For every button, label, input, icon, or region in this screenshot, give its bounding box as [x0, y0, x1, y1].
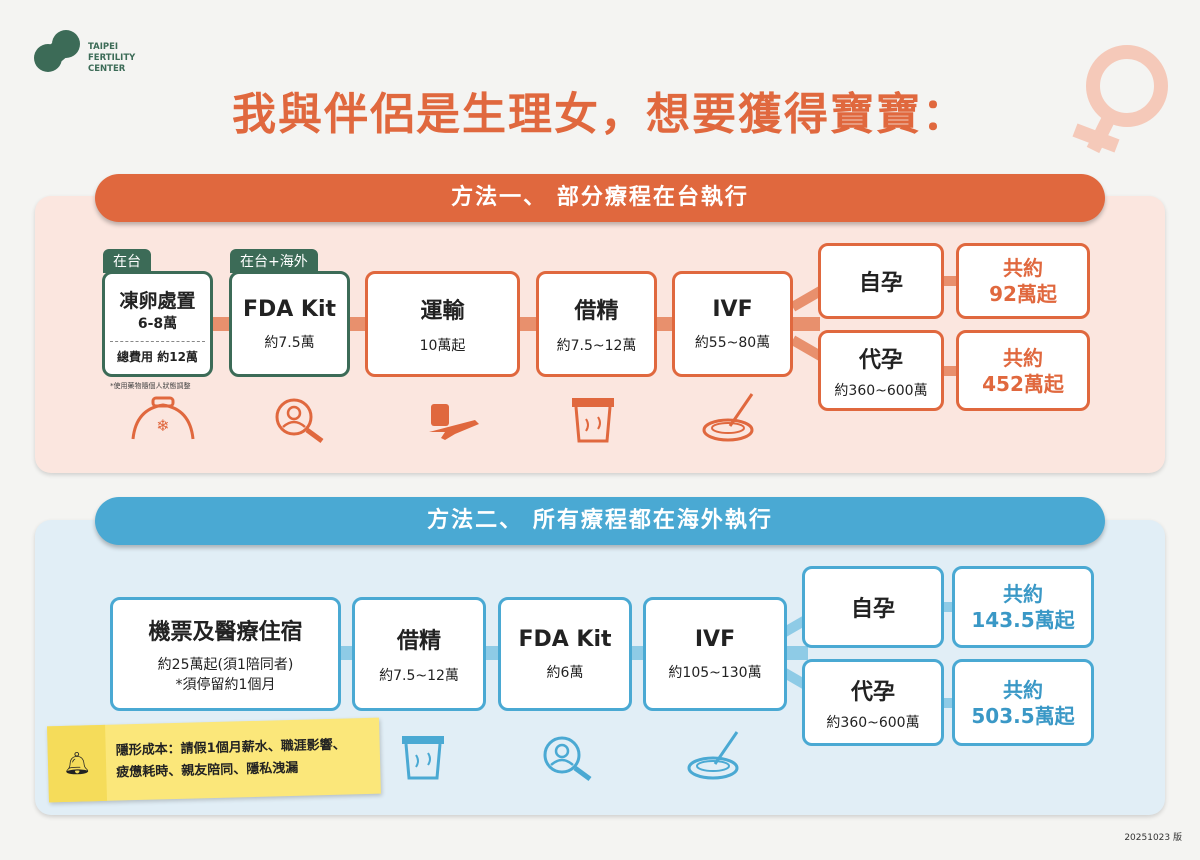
step-name: 凍卵處置 [119, 290, 196, 312]
step-price: 約7.5~12萬 [379, 668, 459, 684]
location-tag: 在台+海外 [230, 249, 318, 273]
total-value: 452萬起 [982, 371, 1064, 396]
location-tag: 在台 [103, 249, 151, 273]
step-fda-kit: FDA Kit 約7.5萬 [229, 271, 350, 377]
step-name: FDA Kit [242, 296, 337, 322]
step-price: 約7.5萬 [264, 334, 315, 351]
search-person-icon [543, 736, 592, 782]
option-name: 代孕 [850, 679, 895, 705]
connector-line [940, 602, 956, 612]
airplane-luggage-icon [429, 404, 479, 440]
medication-note: *使用藥物隨個人狀態調整 [110, 382, 191, 390]
step-name: FDA Kit [518, 626, 612, 652]
step-fda-kit: FDA Kit 約6萬 [498, 597, 632, 711]
connector-line [940, 366, 960, 376]
step-ivf: IVF 約105~130萬 [643, 597, 787, 711]
option-surrogacy: 代孕約360~600萬 [802, 659, 944, 746]
option-self-pregnancy: 自孕 [818, 243, 944, 319]
step-price: 約6萬 [546, 664, 584, 681]
step-travel-lodging: 機票及醫療住宿約25萬起(須1陪同者) *須停留約1個月 [110, 597, 341, 711]
option-self-pregnancy: 自孕 [802, 566, 944, 648]
step-name: 借精 [574, 299, 619, 324]
step-name: 機票及醫療住宿 [148, 620, 303, 645]
total-label: 共約 [1003, 256, 1043, 280]
step-total: 總費用 約12萬 [110, 341, 205, 365]
option-name: 代孕 [858, 347, 903, 373]
search-person-icon [275, 398, 324, 444]
stay-note: *須停留約1個月 [175, 677, 276, 693]
step-egg-freezing: 凍卵處置 6-8萬 總費用 約12萬 [102, 271, 213, 377]
option-name: 自孕 [858, 271, 903, 296]
sperm-cup-icon [402, 736, 444, 780]
step-price: 約105~130萬 [668, 664, 762, 681]
page-title: 我與伴侶是生理女，想要獲得寶寶： [232, 89, 968, 140]
total-value: 92萬起 [989, 282, 1057, 306]
option-price: 約360~600萬 [834, 382, 928, 399]
step-name: IVF [712, 296, 753, 322]
total-value: 143.5萬起 [971, 608, 1075, 632]
connector-line [940, 698, 956, 708]
step-price: 約55~80萬 [694, 334, 771, 351]
logo-icon [34, 30, 80, 72]
hidden-cost-note: 🔔︎ 隱形成本：請假1個月薪水、職涯影響、 疲憊耗時、親友陪同、隱私洩漏 [47, 717, 381, 803]
step-ivf: IVF 約55~80萬 [672, 271, 793, 377]
step-sperm-donor: 借精約7.5~12萬 [536, 271, 657, 377]
step-price: 約7.5~12萬 [556, 338, 637, 354]
step-price: 10萬起 [419, 338, 466, 354]
total-label: 共約 [1003, 582, 1043, 606]
total-value: 503.5萬起 [971, 703, 1075, 728]
option-name: 自孕 [850, 597, 895, 622]
bell-icon: 🔔︎ [47, 724, 108, 803]
step-sperm-donor: 借精約7.5~12萬 [352, 597, 486, 711]
step-price: 6-8萬 [137, 316, 178, 332]
petri-dish-icon [702, 393, 754, 442]
connector-line [940, 276, 960, 286]
step-price: 約25萬起(須1陪同者) [157, 657, 294, 673]
option-price: 約360~600萬 [826, 714, 920, 731]
step-name: 借精 [396, 629, 441, 654]
method2-header: 方法二、 所有療程都在海外執行 [95, 497, 1105, 545]
step-name: IVF [694, 626, 736, 652]
svg-text:❄: ❄ [156, 416, 169, 435]
method1-header: 方法一、 部分療程在台執行 [95, 174, 1105, 222]
option-surrogacy: 代孕約360~600萬 [818, 330, 944, 411]
total-label: 共約 [1003, 677, 1043, 702]
step-name: 運輸 [420, 299, 465, 324]
version-label: 20251023 版 [1124, 833, 1182, 843]
female-symbol-icon [1072, 45, 1168, 154]
step-transport: 運輸 10萬起 [365, 271, 520, 377]
total-label: 共約 [1003, 345, 1043, 370]
egg-freeze-icon: ❄ [131, 396, 195, 440]
hidden-cost-line: 疲憊耗時、親友陪同、隱私洩漏 [116, 760, 299, 781]
petri-dish-icon [687, 731, 739, 780]
sperm-cup-icon [572, 398, 614, 443]
